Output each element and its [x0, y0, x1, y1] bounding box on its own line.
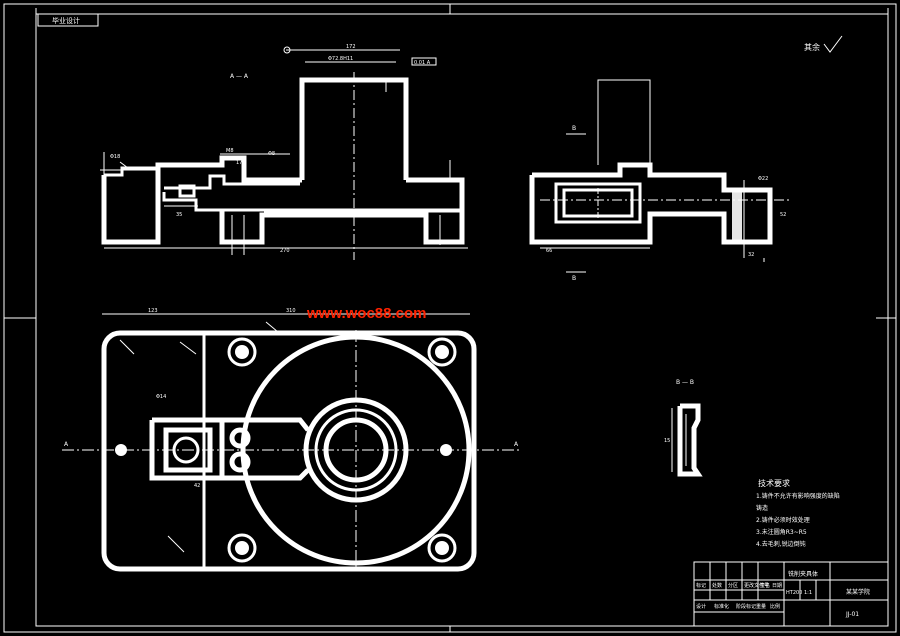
notes-title: 技术要求 — [758, 478, 790, 488]
svg-text:35: 35 — [176, 212, 182, 218]
rev-col-6: 日期 — [772, 583, 782, 589]
section-b-label: B — B — [676, 379, 694, 386]
note-line-4: 3.未注圆角R3~R5 — [756, 528, 807, 536]
dim-left-offset: 123 — [148, 308, 158, 314]
sheet-frame — [3, 3, 897, 633]
dim-side-width: 32 — [748, 252, 754, 258]
svg-text:Φ14: Φ14 — [156, 394, 166, 400]
scale: 1:1 — [804, 590, 812, 596]
note-line-2: 铸造 — [756, 504, 768, 512]
watermark: www.woc88.com — [306, 305, 426, 322]
svg-text:15: 15 — [664, 438, 670, 444]
cut-a-right: A — [514, 441, 519, 448]
dim-top-width: 172 — [346, 44, 356, 50]
dim-plan-width: 310 — [286, 308, 296, 314]
note-line-1: 1.铸件不允许有影响强度的缺陷 — [756, 492, 840, 500]
code-tag: 毕业设计 — [37, 13, 99, 27]
technical-notes: 技术要求 1.铸件不允许有影响强度的缺陷 铸造 2.铸件必须时效处理 3.未注圆… — [756, 478, 840, 548]
sign-col-4: 重量 — [756, 603, 766, 610]
cut-b-bottom: B — [572, 275, 576, 282]
front-view: A — A 172 Φ72.8H11 0.01 A Φ18 M8 Φ8 — [100, 44, 468, 260]
sign-col-5: 比例 — [770, 603, 780, 610]
part-name: 铣削夹具体 — [788, 570, 818, 578]
code-tag-text: 毕业设计 — [52, 16, 80, 25]
svg-text:Φ8: Φ8 — [268, 151, 275, 157]
drawing-number: JJ-01 — [845, 611, 859, 618]
sign-col-3: 阶段标记 — [736, 603, 756, 610]
dim-side-height: 52 — [780, 212, 786, 218]
svg-text:Φ22: Φ22 — [758, 176, 768, 182]
rev-col-4: 更改文件号 — [744, 582, 769, 589]
svg-text:17: 17 — [236, 160, 242, 166]
dim-bore-tol: 0.01 A — [414, 60, 431, 66]
sign-col-1: 设计 — [696, 603, 706, 610]
title-block: 铣削夹具体 某某学院 JJ-01 HT200 1:1 标记 处数 分区 更改文件… — [693, 561, 889, 627]
svg-text:Φ18: Φ18 — [110, 154, 120, 160]
section-a-label: A — A — [230, 73, 249, 80]
svg-text:42: 42 — [194, 483, 200, 489]
school-name: 某某学院 — [846, 588, 870, 596]
svg-text:66: 66 — [546, 248, 552, 254]
side-view: B B Φ22 32 52 66 — [529, 79, 790, 282]
dim-overall-length: 270 — [280, 248, 290, 254]
rev-col-2: 处数 — [712, 582, 722, 589]
plan-view: 123 310 A A Φ14 42 — [62, 308, 520, 572]
cut-a-left: A — [64, 441, 69, 448]
note-line-3: 2.铸件必须时效处理 — [756, 516, 810, 524]
roughness-symbol: 其余 — [804, 35, 843, 53]
material: HT200 — [786, 590, 802, 596]
rev-col-5: 签名 — [760, 582, 770, 589]
note-line-5: 4.去毛刺,锐边倒钝 — [756, 540, 806, 548]
cut-b-top: B — [572, 125, 576, 132]
section-b-view: B — B 15 — [664, 379, 703, 477]
rev-col-3: 分区 — [728, 582, 738, 589]
rev-col-1: 标记 — [696, 582, 706, 589]
sign-col-2: 标准化 — [714, 603, 729, 610]
dim-bore-width: Φ72.8H11 — [328, 56, 353, 62]
roughness-label: 其余 — [804, 42, 820, 52]
svg-text:M8: M8 — [226, 148, 234, 154]
